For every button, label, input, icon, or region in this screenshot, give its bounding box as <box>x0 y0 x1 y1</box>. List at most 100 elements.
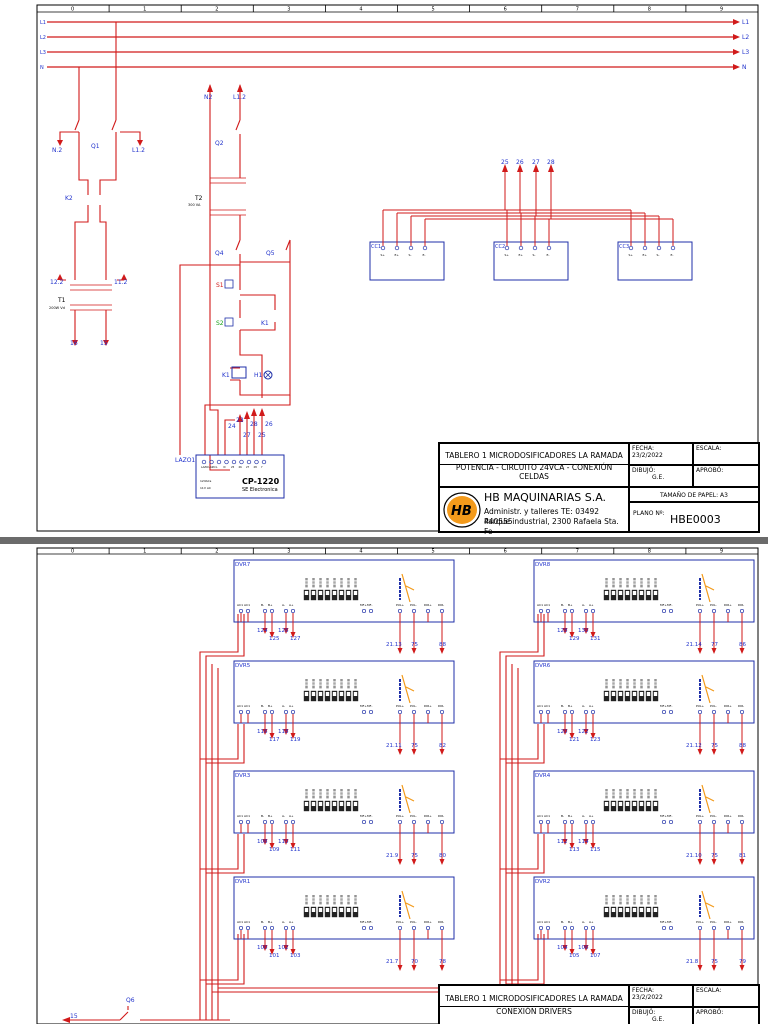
control-wire-arrow <box>739 859 745 865</box>
logo-text: HB <box>451 504 472 519</box>
k2-label: K2 <box>65 195 73 202</box>
driver-terminal-label: A- <box>582 920 585 924</box>
driver-terminal-label: A- <box>582 814 585 818</box>
control-wire-arrow <box>439 749 445 755</box>
driver-terminal-label: AC1 <box>537 704 543 708</box>
wire-16: 16 <box>70 340 78 347</box>
driver-terminal <box>361 925 367 931</box>
cell-wire-arrow <box>517 164 523 172</box>
dip-switch-knob <box>339 692 344 696</box>
driver-box <box>533 876 755 940</box>
driver-terminal <box>725 709 731 715</box>
driver-terminal-label: MF- <box>667 920 672 924</box>
driver-terminal <box>569 709 575 715</box>
driver-terminal-label: AC1 <box>537 920 543 924</box>
driver-terminal-label: A- <box>282 814 285 818</box>
s2-button <box>224 317 234 327</box>
driver-terminal-label: A+ <box>289 704 294 708</box>
motor-wire-arrow <box>269 632 275 638</box>
plc-terminal <box>246 459 252 465</box>
driver-terminal-label: A- <box>282 704 285 708</box>
driver-terminal-label: AC1 <box>237 814 243 818</box>
control-wire-arrow <box>711 749 717 755</box>
company-address-2: Parque industrial, 2300 Rafaela Sta. Fe <box>484 517 619 536</box>
driver-terminal-label: AC1 <box>537 603 543 607</box>
motor-wire-arrow <box>569 733 575 739</box>
driver-terminal <box>697 819 703 825</box>
l11-label: L1.2 <box>132 147 145 154</box>
driver-terminal-label: DIR+ <box>724 920 732 924</box>
driver-terminal <box>569 608 575 614</box>
driver-terminal-label: AC1 <box>237 603 243 607</box>
driver-terminal <box>269 819 275 825</box>
driver-terminal-label: A+ <box>589 920 594 924</box>
control-wires <box>699 723 743 749</box>
control-wire-number: 75 <box>411 743 418 749</box>
wire-27: 27 <box>243 432 251 439</box>
driver-box <box>533 770 755 834</box>
driver-terminal <box>583 608 589 614</box>
t2-label: T2 <box>194 195 203 202</box>
escala-cell: ESCALA: <box>693 443 759 465</box>
control-wire-number: 21.7 <box>386 959 399 965</box>
dip-switch-knob <box>611 802 616 806</box>
driver-terminal-label: A- <box>582 704 585 708</box>
driver-terminal-label: DIR- <box>738 704 744 708</box>
cell-wire-arrow <box>548 164 554 172</box>
driver-terminal-label: MF- <box>667 704 672 708</box>
column-number: 3 <box>287 7 290 13</box>
control-wire-arrow <box>411 648 417 654</box>
wire-15-arrow <box>62 1017 70 1023</box>
control-wires <box>399 723 443 749</box>
column-number: 6 <box>504 7 507 13</box>
driver-terminal <box>545 925 551 931</box>
dip-switch-knob <box>653 802 658 806</box>
driver-terminal-label: MF- <box>367 603 372 607</box>
motor-wire-arrow <box>269 949 275 955</box>
driver-terminal <box>739 608 745 614</box>
dip-switch-knob <box>632 802 637 806</box>
control-wire-number: 75 <box>711 959 718 965</box>
cell-terminal <box>546 245 552 251</box>
driver-terminal-label: DIR- <box>738 814 744 818</box>
cell-terminal-label: S+ <box>381 253 386 257</box>
driver-box <box>233 876 455 940</box>
driver-terminal <box>262 819 268 825</box>
driver-terminal-label: DIR+ <box>724 704 732 708</box>
driver-terminal <box>668 608 674 614</box>
load-cell-label: CC3 <box>619 244 629 250</box>
driver-terminal-label: AC1 <box>244 704 250 708</box>
load-cell-box <box>493 241 569 281</box>
wire-23: 23 <box>236 417 244 424</box>
motor-wire-number: 104 <box>557 945 568 951</box>
plc-left-1: 12VACs <box>200 479 212 483</box>
control-wire-arrow <box>411 859 417 865</box>
bus-label-right-l2: L2 <box>742 34 749 41</box>
driver-terminal-label: B+ <box>568 920 573 924</box>
driver-brand-logo <box>701 784 715 814</box>
driver-terminal <box>538 925 544 931</box>
driver-terminal-label: DIR+ <box>424 704 432 708</box>
dip-switch-knob <box>332 802 337 806</box>
motor-wire-arrow <box>590 632 596 638</box>
driver-terminal <box>425 608 431 614</box>
cell-wire-label: 25 <box>501 159 509 166</box>
driver-terminal-label: AC1 <box>244 920 250 924</box>
motor-wire-arrow <box>569 843 575 849</box>
company-cell: HB HB MAQUINARIAS S.A. Administr. y tall… <box>439 487 629 536</box>
driver-terminal <box>411 925 417 931</box>
driver-terminal <box>562 608 568 614</box>
lazo-label: LAZO1 <box>175 457 195 464</box>
motor-wire-arrow <box>262 945 268 951</box>
driver-box <box>533 559 755 623</box>
dip-switch-bank <box>303 789 359 812</box>
control-wire-arrow <box>739 965 745 971</box>
driver-terminal <box>739 925 745 931</box>
dip-switch-knob <box>353 591 358 595</box>
driver-terminal-label: DIR+ <box>724 603 732 607</box>
driver-brand-logo <box>701 890 715 920</box>
cell-terminal <box>380 245 386 251</box>
driver-terminal <box>397 709 403 715</box>
control-wire-arrow <box>397 965 403 971</box>
column-number: 1 <box>143 7 146 13</box>
